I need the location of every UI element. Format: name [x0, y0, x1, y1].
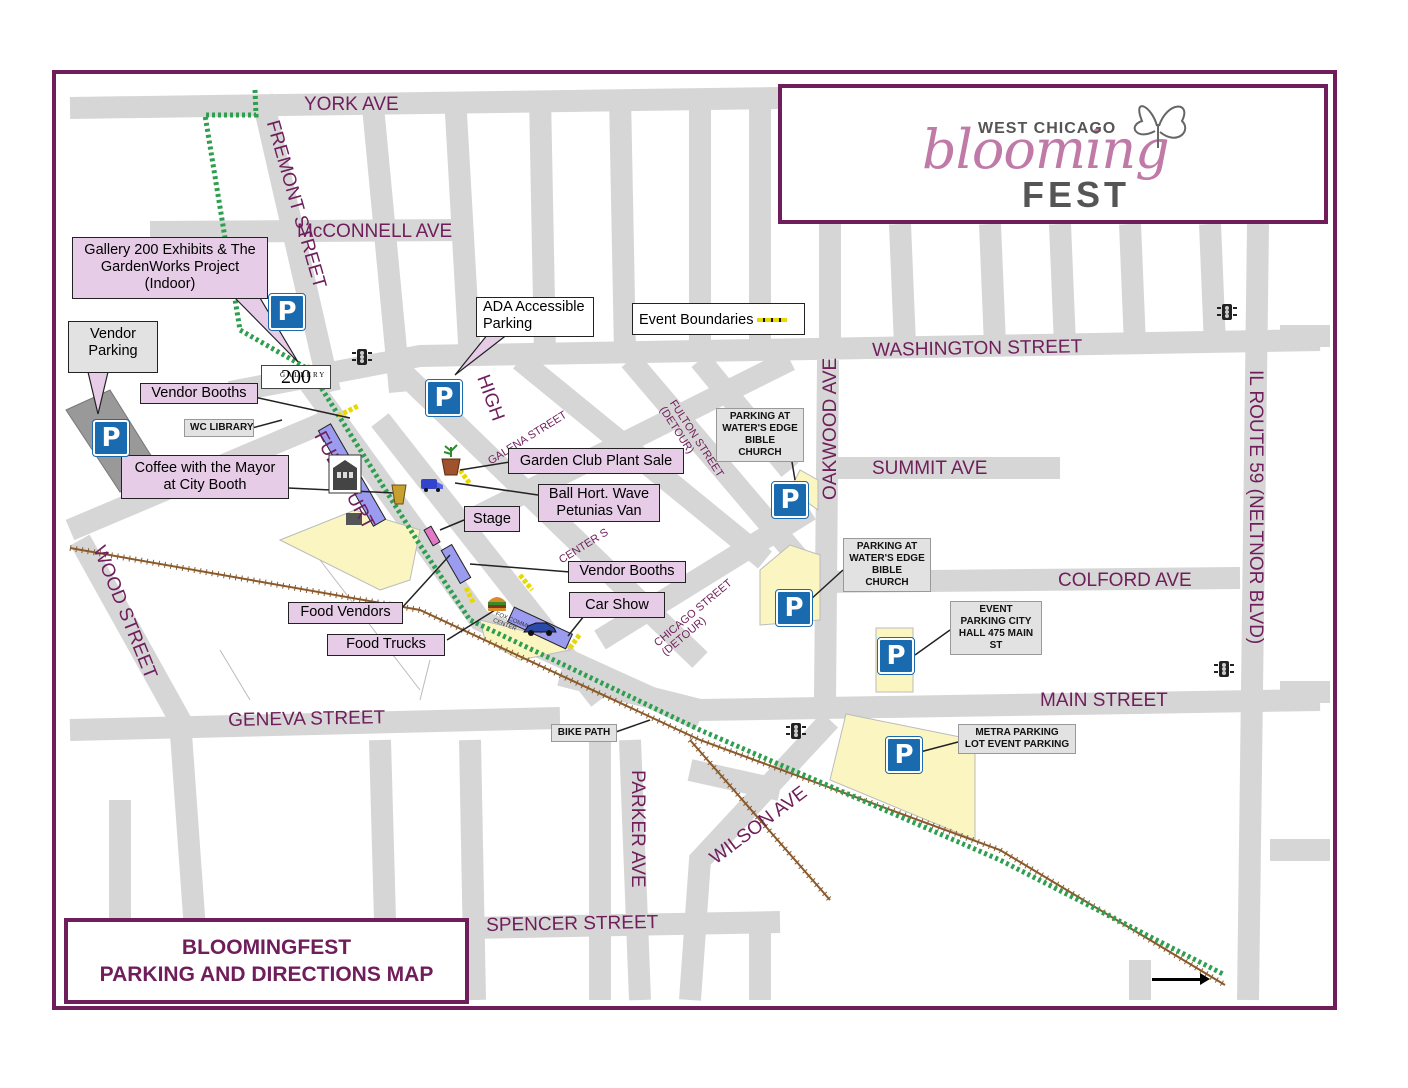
callout-food-vendors: Food Vendors — [288, 602, 403, 624]
map-frame — [52, 70, 1337, 1010]
callout-vendor-parking: Vendor Parking — [68, 321, 158, 373]
logo-fest-text: FEST — [1022, 174, 1131, 215]
parking-icon: P — [775, 589, 813, 627]
label-city-hall-parking: EVENT PARKING CITY HALL 475 MAIN ST — [950, 601, 1042, 655]
parking-icon: P — [885, 736, 923, 774]
direction-arrow-icon — [1152, 973, 1210, 985]
logo-top-text: WEST CHICAGO — [978, 120, 1117, 137]
logo-script-text: blooming — [922, 118, 1170, 181]
callout-gallery-200: Gallery 200 Exhibits & The GardenWorks P… — [72, 237, 268, 299]
parking-icon: P — [771, 481, 809, 519]
label-bike-path: BIKE PATH — [551, 724, 617, 742]
map-title-line2: PARKING AND DIRECTIONS MAP — [99, 963, 434, 986]
traffic-light-icon — [786, 723, 806, 739]
parking-icon: P — [92, 419, 130, 457]
callout-food-trucks: Food Trucks — [327, 634, 445, 656]
street-mcconnell: McCONNELL AVE — [297, 221, 453, 242]
museum-icon — [328, 454, 362, 494]
van-icon — [421, 479, 443, 492]
traffic-light-icon — [1217, 304, 1237, 320]
event-boundary-markers — [336, 403, 583, 650]
gallery-sign-number: 200 — [281, 366, 311, 388]
traffic-light-icon — [1214, 661, 1234, 677]
gallery-sign-small-text: GALLERY — [280, 371, 327, 379]
gallery-200-sign: GALLERY 200 — [261, 365, 331, 389]
butterfly-icon — [1133, 105, 1187, 148]
map-title: BLOOMINGFEST PARKING AND DIRECTIONS MAP — [64, 918, 469, 1004]
callout-coffee-with-mayor: Coffee with the Mayor at City Booth — [121, 455, 289, 499]
label-wc-library: WC LIBRARY — [184, 419, 254, 437]
plant-pot-icon — [441, 444, 461, 476]
callout-stage: Stage — [464, 506, 520, 532]
callout-car-show: Car Show — [569, 592, 665, 618]
parking-icon: P — [425, 379, 463, 417]
label-parking-waters-edge-south: PARKING AT WATER'S EDGE BIBLE CHURCH — [843, 538, 931, 592]
parking-icon: P — [877, 637, 915, 675]
street-main: MAIN STREET — [1040, 690, 1168, 711]
label-metra-parking: METRA PARKING LOT EVENT PARKING — [958, 724, 1076, 754]
street-summit: SUMMIT AVE — [872, 458, 988, 479]
map-title-line1: BLOOMINGFEST — [181, 936, 352, 959]
callout-vendor-booths-south: Vendor Booths — [568, 561, 686, 583]
legend-label: Event Boundaries — [639, 312, 754, 328]
callout-ada-parking: ADA Accessible Parking — [476, 297, 594, 337]
parking-icon: P — [268, 293, 306, 331]
legend-dash-swatch — [757, 318, 788, 323]
burger-icon — [488, 597, 506, 611]
car-icon — [523, 622, 557, 636]
street-york-ave: YORK AVE — [304, 94, 399, 115]
callout-garden-club: Garden Club Plant Sale — [508, 448, 684, 474]
railroad — [69, 547, 1226, 986]
label-parking-waters-edge-north: PARKING AT WATER'S EDGE BIBLE CHURCH — [716, 408, 804, 462]
bike-path-line — [202, 89, 1227, 978]
traffic-light-icon — [352, 349, 372, 365]
street-colford: COLFORD AVE — [1058, 570, 1192, 591]
callout-vendor-booths-north: Vendor Booths — [140, 383, 258, 404]
coffee-cup-icon — [391, 484, 407, 505]
bloomingfest-logo: blooming WEST CHICAGO FEST — [778, 84, 1328, 224]
legend-event-boundaries: Event Boundaries — [632, 303, 805, 335]
callout-ball-hort-van: Ball Hort. Wave Petunias Van — [538, 484, 660, 522]
